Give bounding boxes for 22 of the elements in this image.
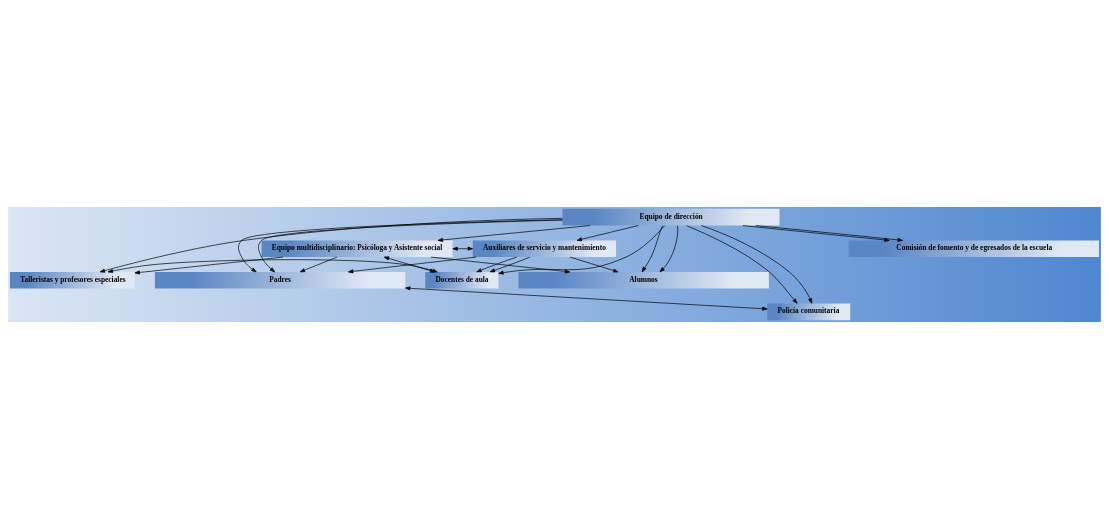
arrow bbox=[476, 256, 517, 273]
node-box: Docentes de aula bbox=[425, 271, 499, 289]
arrow bbox=[437, 225, 591, 242]
node-box: Policía comunitaria bbox=[767, 303, 851, 321]
arrow bbox=[659, 225, 679, 273]
arrow bbox=[569, 256, 619, 273]
arrow bbox=[701, 225, 813, 304]
node-box: Equipo multidisciplinario: Psicóloga y Asistente social bbox=[261, 240, 453, 258]
arrow bbox=[742, 225, 890, 242]
node-box: Comisión de fomento y de egresados de la escuela bbox=[848, 240, 1099, 258]
arrow bbox=[686, 225, 798, 304]
arrow bbox=[452, 246, 473, 251]
arrow bbox=[405, 286, 768, 311]
arrow bbox=[498, 225, 665, 275]
arrow bbox=[299, 256, 338, 273]
arrow bbox=[641, 225, 663, 273]
arrow bbox=[489, 256, 531, 273]
arrow bbox=[576, 225, 639, 242]
node-box: Equipo de dirección bbox=[562, 208, 780, 226]
arrow bbox=[755, 225, 903, 242]
node-box: Auxiliares de servicio y mantenimiento bbox=[472, 240, 617, 258]
arrow bbox=[134, 256, 284, 275]
